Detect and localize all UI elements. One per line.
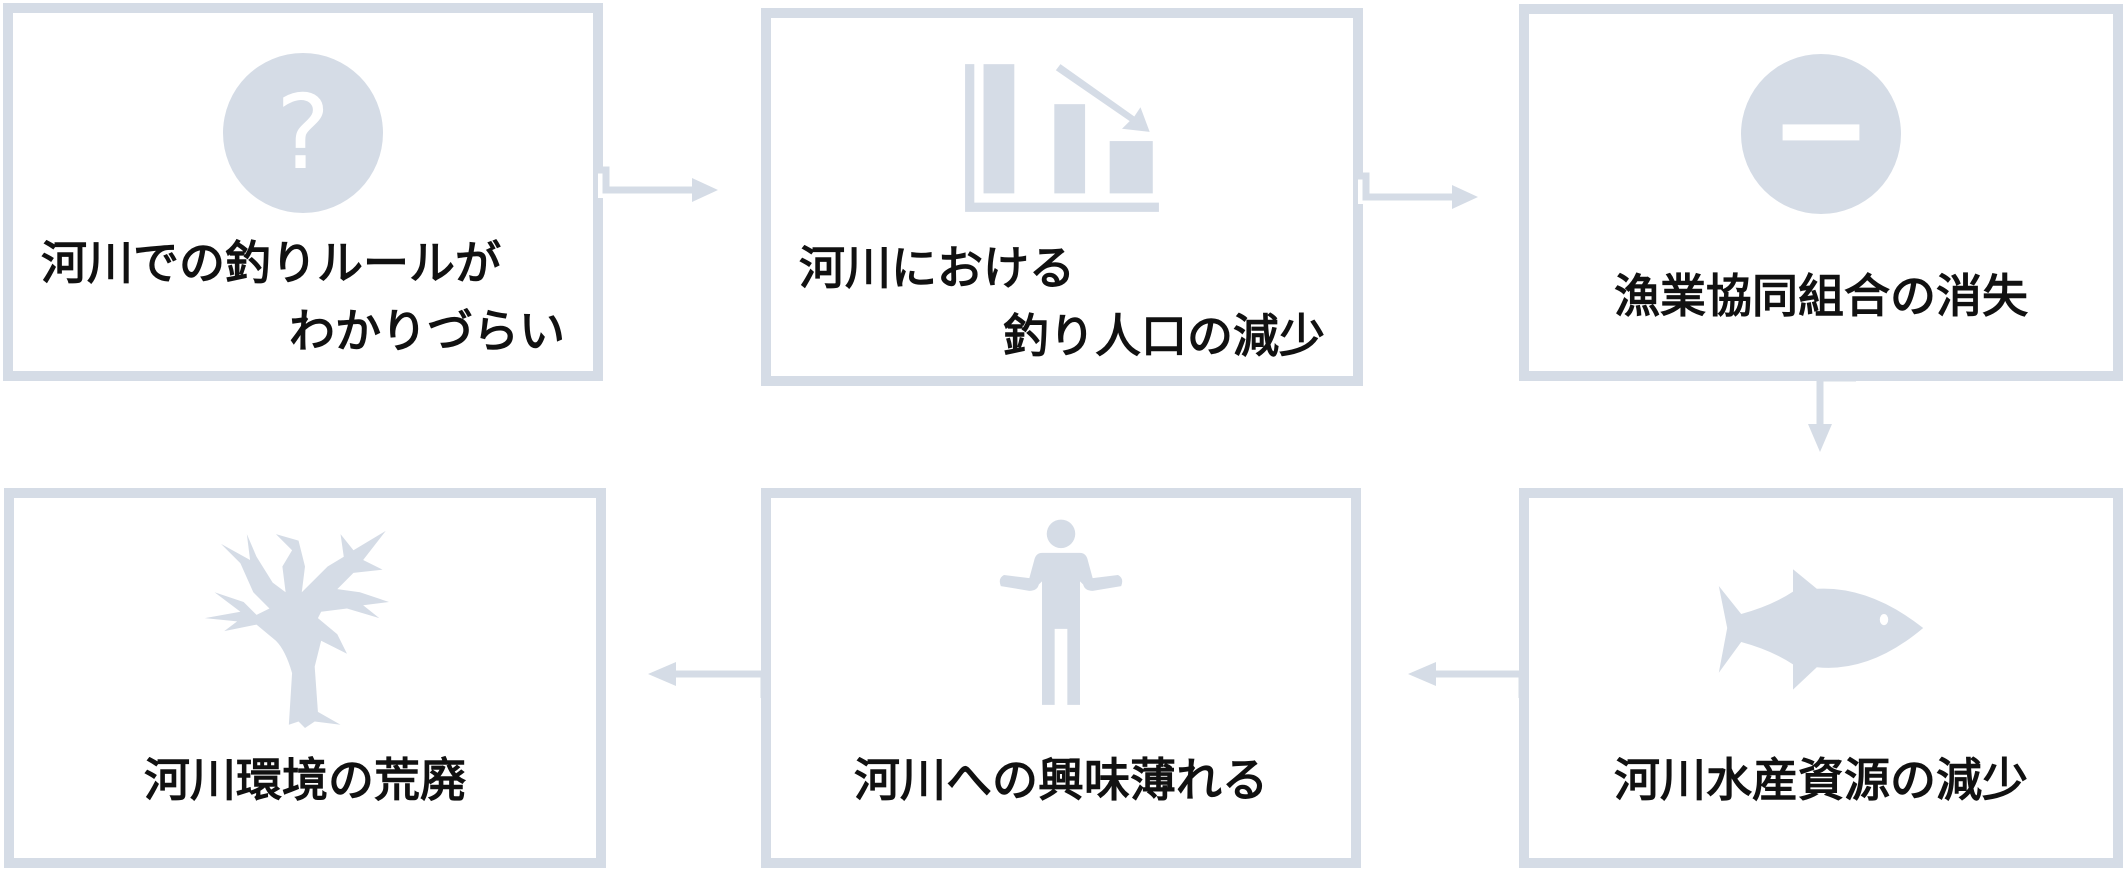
- minus-circle-icon: [1741, 54, 1901, 214]
- dead-tree-icon: [190, 518, 420, 728]
- step-label-line1: 河川における: [799, 241, 1075, 295]
- step-box-interest-fading: 河川への興味薄れる: [761, 488, 1361, 868]
- step-label: 河川環境の荒廃: [144, 753, 466, 807]
- arrow-step4-to-step5: [1408, 662, 1526, 698]
- arrow-step5-to-step6: [648, 662, 768, 698]
- step-box-angler-decline: 河川における 釣り人口の減少: [761, 8, 1363, 386]
- fish-icon: [1716, 548, 1926, 708]
- svg-text:?: ?: [276, 74, 330, 193]
- declining-bar-chart-icon: [962, 58, 1162, 218]
- step-box-river-degradation: 河川環境の荒廃: [4, 488, 606, 868]
- step-label-line1: 河川での釣りルールが: [41, 236, 501, 290]
- step-label-line2: わかりづらい: [289, 304, 565, 358]
- step-label: 河川への興味薄れる: [854, 753, 1268, 807]
- step-box-fish-resource-decline: 河川水産資源の減少: [1519, 488, 2123, 868]
- arrow-step1-to-step2: [598, 166, 718, 202]
- question-circle-icon: ?: [223, 53, 383, 213]
- step-box-fishing-rules: ? 河川での釣りルールが わかりづらい: [3, 3, 603, 381]
- step-box-coop-disappearance: 漁業協同組合の消失: [1519, 4, 2123, 381]
- step-label: 漁業協同組合の消失: [1614, 269, 2028, 323]
- person-shrug-icon: [981, 518, 1141, 708]
- arrow-step2-to-step3: [1358, 172, 1478, 209]
- step-label-line2: 釣り人口の減少: [1003, 309, 1325, 363]
- arrow-step3-to-step4: [1808, 374, 1856, 452]
- step-label: 河川水産資源の減少: [1614, 753, 2028, 807]
